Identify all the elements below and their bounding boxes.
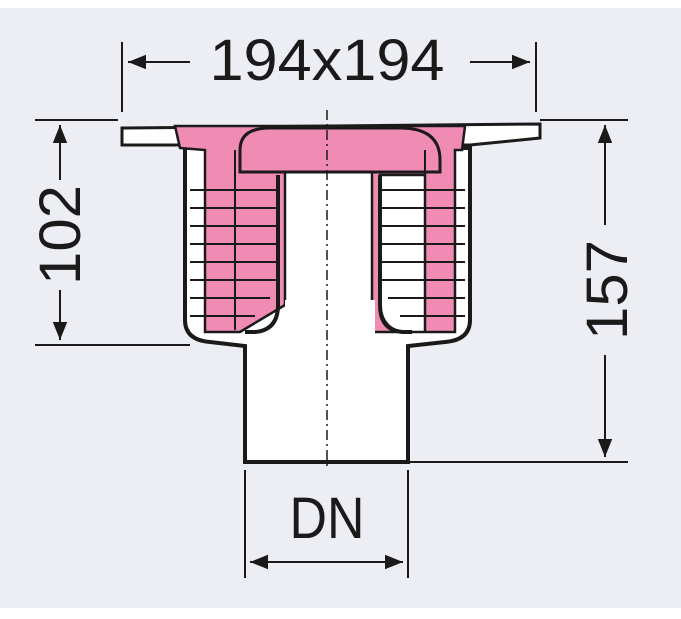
drain-body: [120, 110, 542, 470]
diameter-dimension-label: DN: [290, 486, 365, 551]
left-height-dimension-label: 102: [28, 185, 93, 285]
right-height-dimension-label: 157: [575, 240, 640, 340]
dimension-lines: [35, 42, 628, 578]
width-dimension-label: 194x194: [210, 28, 445, 93]
